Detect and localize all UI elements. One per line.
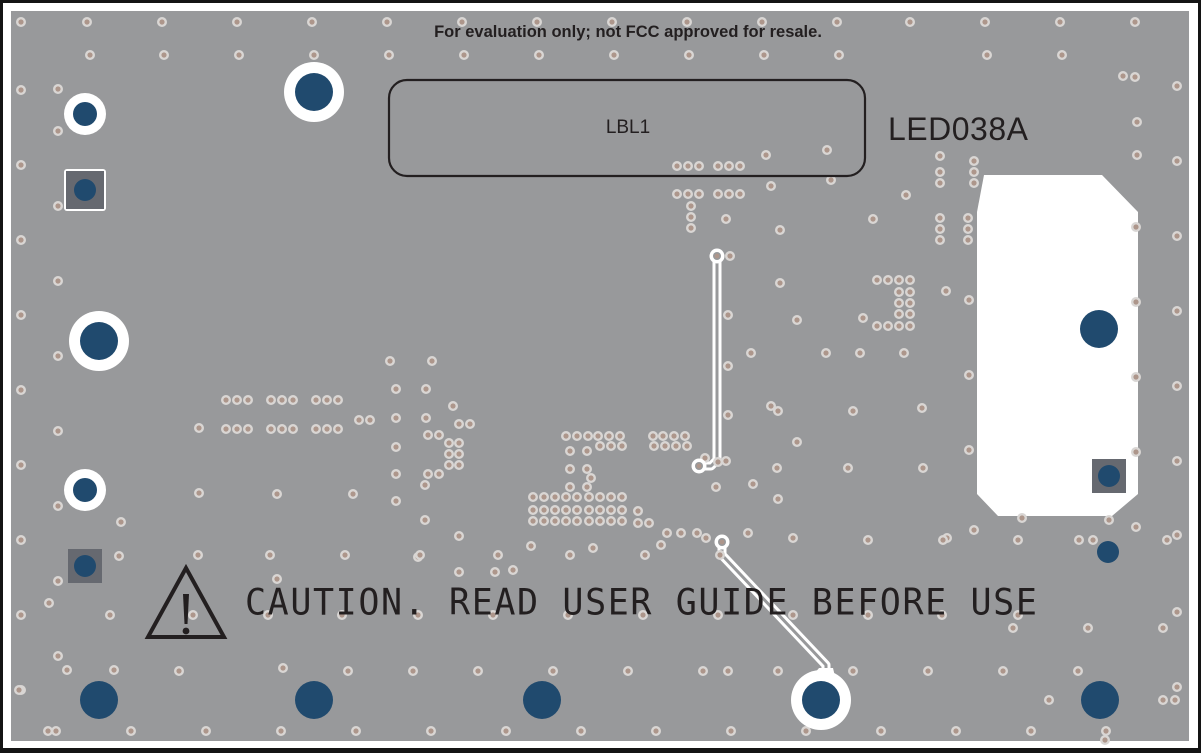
mounting-pads <box>64 62 1126 730</box>
trace-via <box>719 539 725 545</box>
trace-via <box>696 463 702 469</box>
label-box-outline <box>387 78 867 178</box>
via-array <box>14 17 1182 745</box>
round-pad <box>295 681 333 719</box>
keepout-octagon <box>977 175 1138 516</box>
round-pad <box>73 478 97 502</box>
round-pad <box>523 681 561 719</box>
label-box <box>387 78 867 178</box>
part-number: LED038A <box>888 111 1029 147</box>
pin1-pad <box>74 179 96 201</box>
round-pad <box>802 681 840 719</box>
keepout-region <box>977 175 1138 516</box>
fcc-notice: For evaluation only; not FCC approved fo… <box>434 23 822 41</box>
trace-via <box>714 253 720 259</box>
round-pad <box>73 102 97 126</box>
round-pad <box>80 322 118 360</box>
warning-triangle-icon <box>144 563 228 639</box>
pin1-pad <box>74 555 96 577</box>
round-pad <box>295 73 333 111</box>
round-pad <box>1097 541 1119 563</box>
label-box-text: LBL1 <box>605 117 651 138</box>
pin1-pad <box>1098 465 1120 487</box>
round-pad <box>1080 310 1118 348</box>
round-pad <box>1081 681 1119 719</box>
caution-text: CAUTION. READ USER GUIDE BEFORE USE <box>245 582 1039 624</box>
round-pad <box>80 681 118 719</box>
